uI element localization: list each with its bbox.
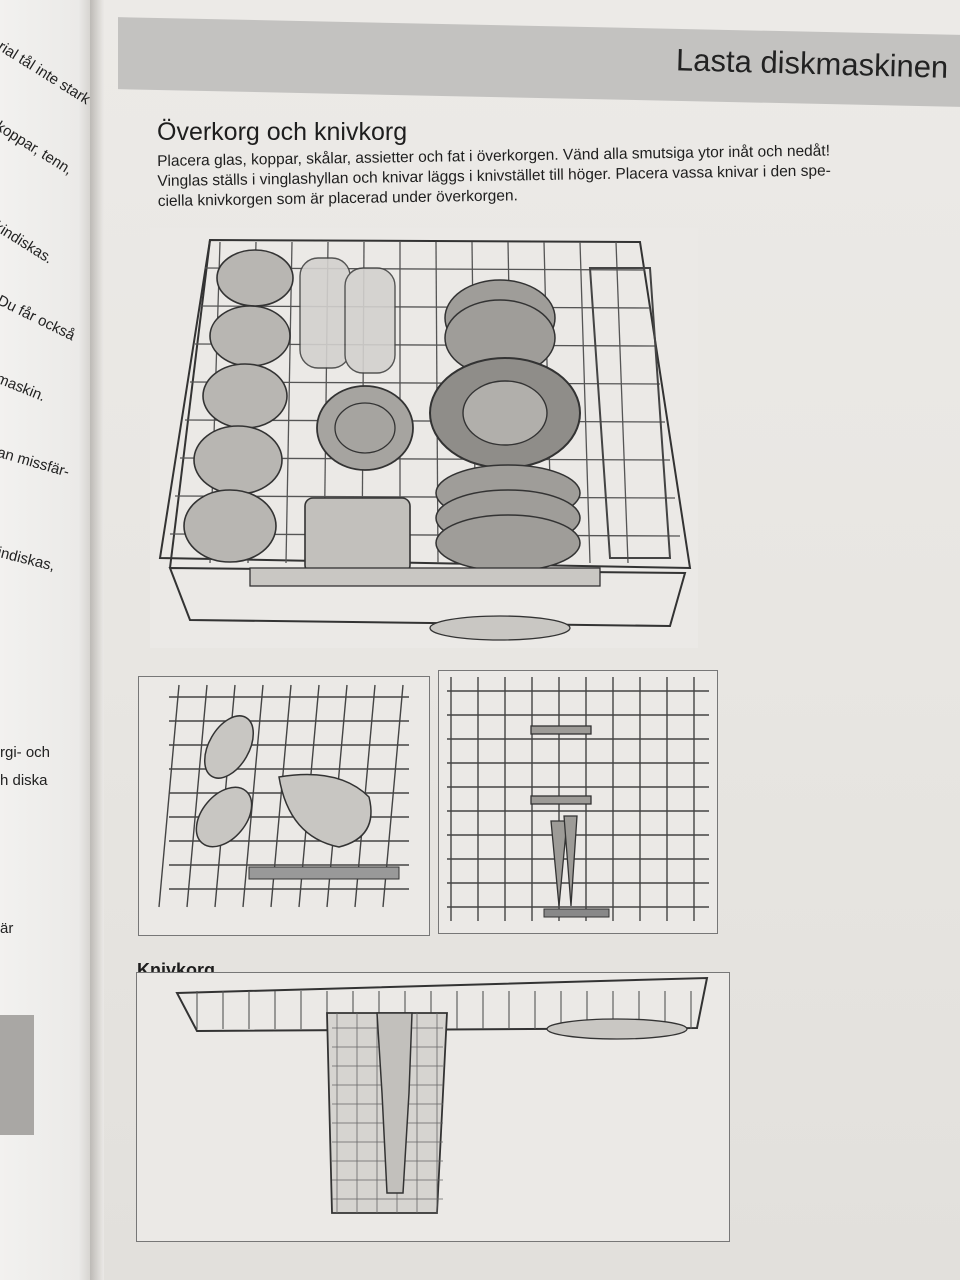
knife-basket-illustration: [136, 972, 730, 1242]
intro-text: Placera glas, koppar, skålar, assietter …: [157, 139, 958, 212]
knife-rack-illustration: [438, 670, 718, 934]
wineglass-shelf-illustration: [138, 676, 430, 936]
left-page-text: an missfär-: [0, 444, 72, 481]
left-page-grey-block: [0, 1015, 34, 1135]
left-page-text: rgi- och: [0, 744, 51, 761]
left-page-text: Du får också: [0, 292, 78, 345]
page-header-title: Lasta diskmaskinen: [675, 42, 949, 85]
left-facing-page: rial tål inte stark koppar, tenn, kindis…: [0, 0, 98, 1280]
left-page-text: rial tål inte stark: [0, 38, 94, 109]
left-page-text: indiskas,: [0, 544, 57, 575]
left-page-text: är: [0, 920, 14, 937]
upper-basket-illustration: [150, 228, 698, 648]
section-title: Överkorg och knivkorg: [157, 118, 408, 146]
left-page-text: koppar, tenn,: [0, 118, 76, 179]
left-page-text: maskin.: [0, 370, 48, 406]
left-page-text: h diska: [0, 772, 48, 789]
left-page-text: kindiskas.: [0, 218, 56, 268]
